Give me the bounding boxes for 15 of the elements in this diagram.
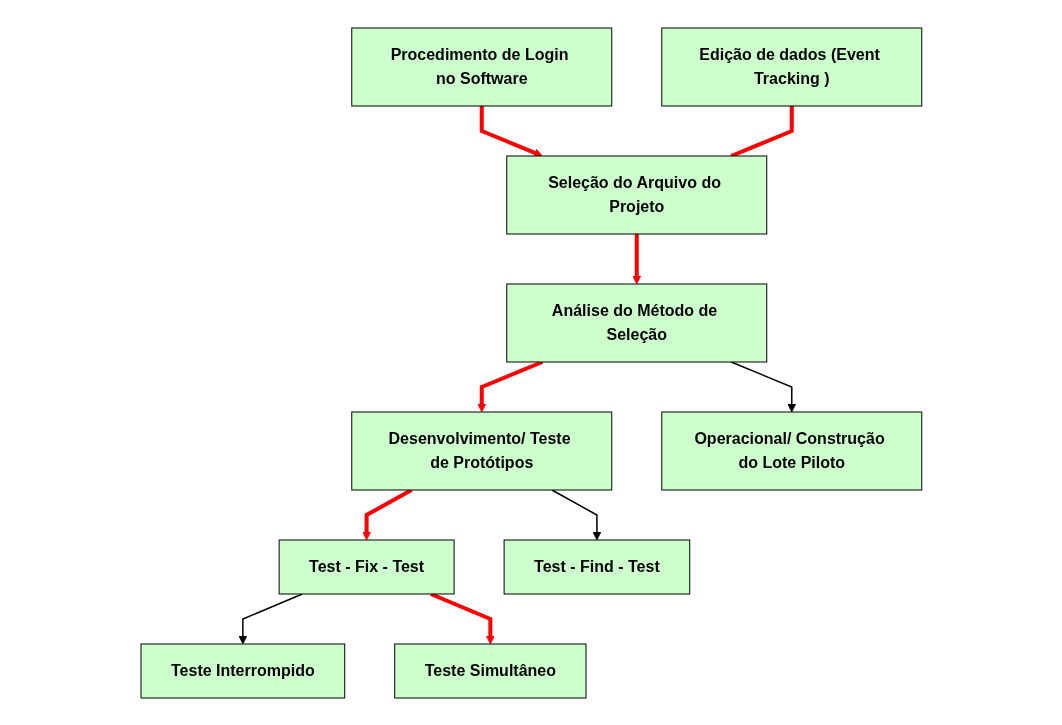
node-box: Desenvolvimento/ Teste de Protótipos [350,411,612,490]
node-box: Operacional/ Construção do Lote Piloto [660,411,922,490]
node-box: Edição de dados (Event Tracking ) [660,27,922,106]
node-box: Teste Simultâneo [393,643,587,698]
node-box: Teste Interrompido [140,643,345,698]
node-box: Seleção do Arquivo do Projeto [505,155,767,234]
arrow [479,105,543,157]
node-box: Procedimento de Login no Software [350,27,612,106]
node-box: Análise do Método de Seleção [505,283,767,362]
arrow [632,233,641,284]
arrow [238,592,303,644]
node-box: Test - Find - Test [503,539,690,594]
arrow [550,488,601,540]
arrow [730,360,796,412]
node-box: Test - Fix - Test [278,539,455,594]
